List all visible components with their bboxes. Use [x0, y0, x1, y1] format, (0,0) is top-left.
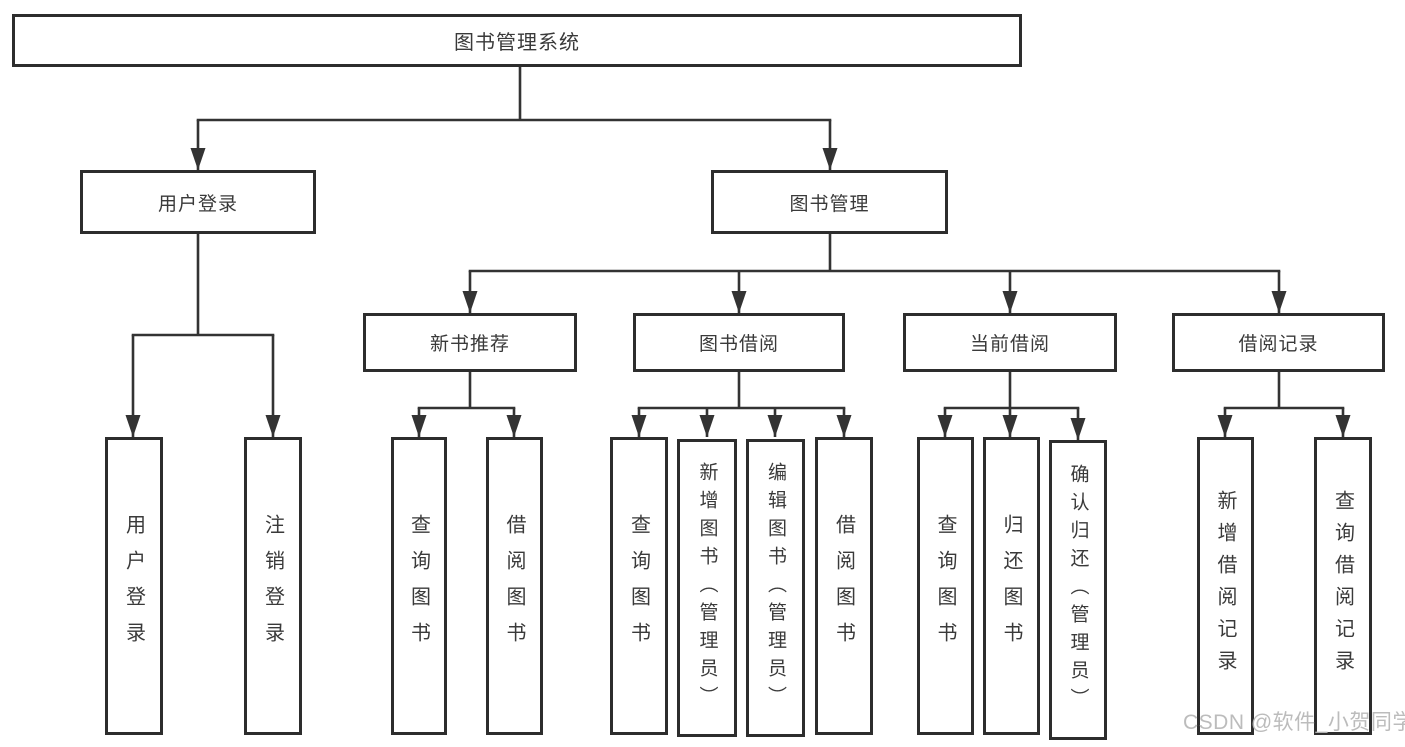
- leaf-current-return-book-label: 归还图书: [1000, 514, 1022, 658]
- leaf-recommend-borrow-book-label: 借阅图书: [503, 514, 525, 658]
- leaf-current-confirm-return-admin-label: 确认归还（管理员）: [1067, 464, 1089, 716]
- leaf-current-query-book-label: 查询图书: [934, 514, 956, 658]
- leaf-borrow-query-book: 查询图书: [610, 437, 668, 735]
- node-new-book-recommend: 新书推荐: [363, 313, 577, 372]
- leaf-records-query-record: 查询借阅记录: [1314, 437, 1372, 735]
- node-root-label: 图书管理系统: [454, 32, 580, 54]
- leaf-logout-label: 注销登录: [261, 514, 284, 658]
- node-user-login-label: 用户登录: [157, 193, 238, 215]
- csdn-watermark: CSDN @软件_小贺同学: [1183, 711, 1405, 734]
- node-current-borrow-label: 当前借阅: [969, 334, 1050, 355]
- leaf-user-login-label: 用户登录: [122, 514, 145, 658]
- node-root: 图书管理系统: [12, 14, 1022, 67]
- node-book-management-label: 图书管理: [789, 193, 870, 215]
- leaf-records-add-record-label: 新增借阅记录: [1214, 490, 1236, 682]
- node-book-borrow-label: 图书借阅: [698, 334, 779, 355]
- leaf-current-return-book: 归还图书: [983, 437, 1040, 735]
- leaf-records-add-record: 新增借阅记录: [1197, 437, 1254, 735]
- leaf-borrow-add-book-admin-label: 新增图书（管理员）: [696, 462, 718, 714]
- node-book-borrow: 图书借阅: [633, 313, 845, 372]
- node-new-book-recommend-label: 新书推荐: [429, 334, 510, 355]
- node-borrow-records: 借阅记录: [1172, 313, 1385, 372]
- leaf-borrow-query-book-label: 查询图书: [627, 514, 650, 658]
- node-user-login: 用户登录: [80, 170, 316, 234]
- leaf-borrow-borrow-book: 借阅图书: [815, 437, 873, 735]
- leaf-borrow-borrow-book-label: 借阅图书: [832, 514, 855, 658]
- node-book-management: 图书管理: [711, 170, 948, 234]
- leaf-borrow-edit-book-admin: 编辑图书（管理员）: [746, 439, 805, 737]
- leaf-records-query-record-label: 查询借阅记录: [1331, 490, 1354, 682]
- leaf-recommend-query-book-label: 查询图书: [407, 514, 430, 658]
- leaf-logout: 注销登录: [244, 437, 302, 735]
- leaf-current-confirm-return-admin: 确认归还（管理员）: [1049, 440, 1107, 740]
- leaf-borrow-add-book-admin: 新增图书（管理员）: [677, 439, 737, 737]
- leaf-recommend-query-book: 查询图书: [391, 437, 447, 735]
- leaf-current-query-book: 查询图书: [917, 437, 974, 735]
- node-borrow-records-label: 借阅记录: [1238, 334, 1319, 355]
- node-current-borrow: 当前借阅: [903, 313, 1117, 372]
- leaf-borrow-edit-book-admin-label: 编辑图书（管理员）: [765, 462, 786, 714]
- leaf-recommend-borrow-book: 借阅图书: [486, 437, 543, 735]
- leaf-user-login: 用户登录: [105, 437, 163, 735]
